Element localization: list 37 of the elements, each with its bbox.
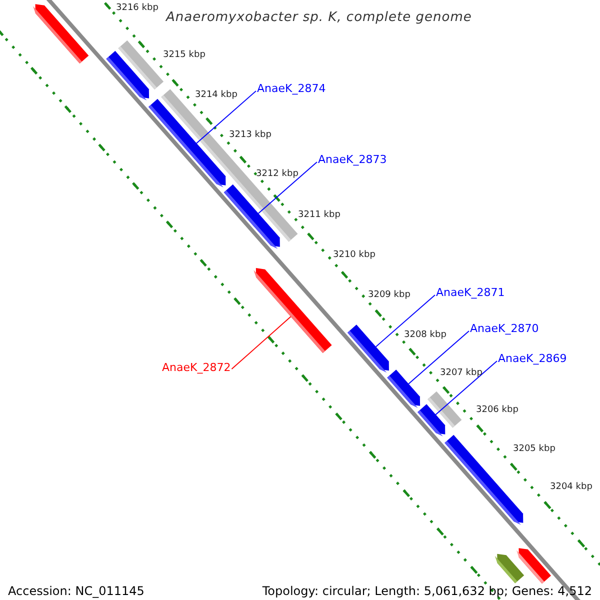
info-text: Topology: circular; Length: 5,061,632 bp; Genes: 4,512 — [262, 585, 592, 597]
scale-label: 3216 kbp — [116, 4, 158, 13]
scale-label: 3214 kbp — [195, 91, 238, 100]
scale-label: 3204 kbp — [550, 483, 592, 492]
leader-line — [231, 316, 292, 370]
scale-label: 3208 kbp — [404, 331, 446, 340]
scale-label: 3205 kbp — [513, 445, 556, 454]
gene-feature — [33, 4, 89, 64]
scale-label: 3207 kbp — [440, 369, 482, 378]
gene-label: AnaeK_2870 — [470, 323, 539, 334]
gene-label: AnaeK_2871 — [436, 287, 505, 298]
gene-feature — [106, 50, 150, 100]
scale-label: 3213 kbp — [229, 131, 272, 140]
gene-label: AnaeK_2872 — [162, 362, 231, 373]
scale-label: 3211 kbp — [298, 211, 340, 220]
leader-line — [435, 360, 498, 416]
title: Anaeromyxobacter sp. K, complete genome — [166, 11, 472, 24]
info-text: Accession: NC_011145 — [8, 585, 144, 597]
leader-line — [196, 90, 256, 144]
gene-feature — [494, 554, 524, 584]
leader-line — [408, 330, 470, 384]
gene-label: AnaeK_2869 — [498, 353, 567, 364]
scale-label: 3212 kbp — [256, 170, 298, 179]
gene-feature — [224, 184, 280, 249]
scale-label: 3210 kbp — [333, 251, 376, 260]
scale-label: 3209 kbp — [368, 291, 410, 300]
gene-feature — [516, 548, 551, 584]
gene-feature — [254, 268, 332, 353]
gene-feature — [387, 370, 420, 408]
gene-feature — [418, 404, 446, 436]
gene-label: AnaeK_2874 — [257, 83, 326, 94]
gene-feature — [347, 324, 389, 373]
leader-line — [375, 294, 436, 348]
leader-line — [258, 162, 318, 214]
scale-label: 3215 kbp — [163, 51, 206, 60]
scale-label: 3206 kbp — [476, 406, 518, 415]
gene-label: AnaeK_2873 — [318, 154, 387, 165]
